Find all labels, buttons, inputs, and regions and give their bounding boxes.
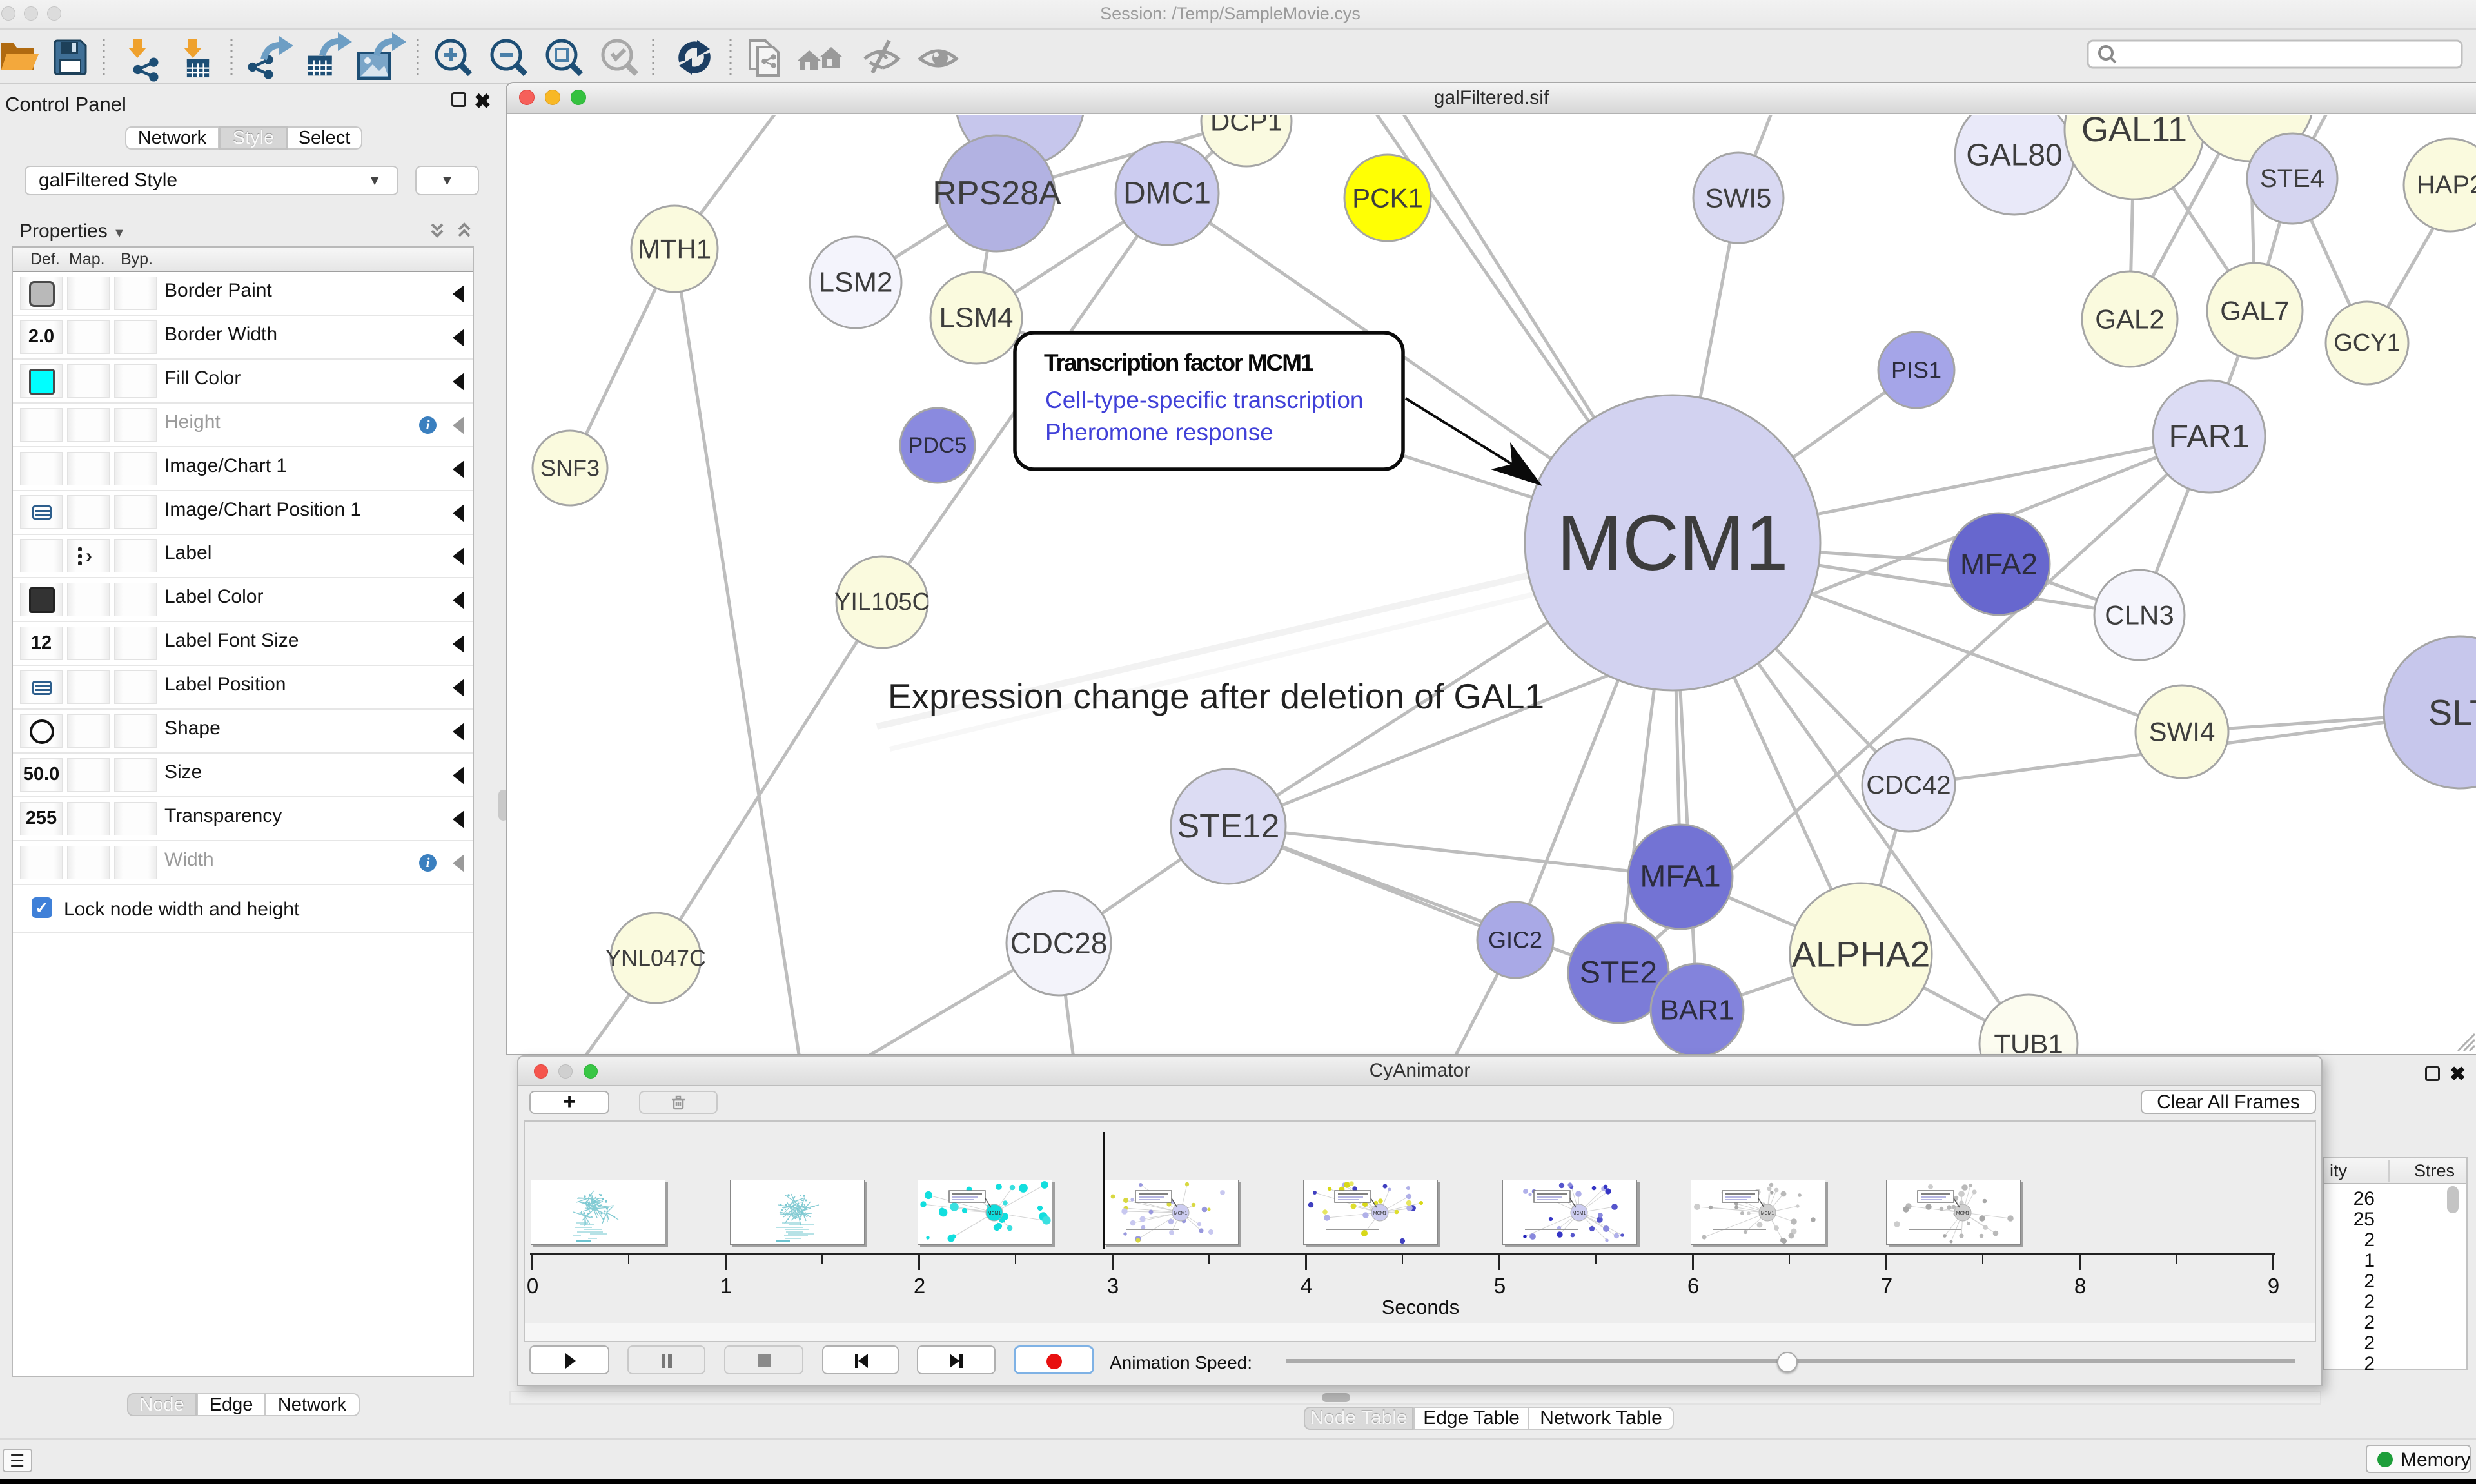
svg-text:SWI4: SWI4 — [2149, 717, 2216, 747]
svg-text:LSM4: LSM4 — [939, 302, 1014, 334]
svg-text:PCK1: PCK1 — [1352, 183, 1423, 213]
svg-text:SLT: SLT — [2428, 692, 2476, 733]
svg-text:STE12: STE12 — [1177, 808, 1280, 845]
svg-text:PDC5: PDC5 — [909, 433, 967, 458]
svg-text:BAR1: BAR1 — [1660, 995, 1734, 1026]
svg-text:CLN3: CLN3 — [2105, 600, 2174, 630]
svg-text:MCM1: MCM1 — [1557, 499, 1788, 587]
svg-text:Cell-type-specific transcripti: Cell-type-specific transcription — [1045, 387, 1364, 413]
svg-text:Pheromone response: Pheromone response — [1045, 419, 1273, 445]
svg-text:TUB1: TUB1 — [1994, 1029, 2063, 1055]
svg-text:MFA2: MFA2 — [1960, 547, 2038, 581]
svg-text:STE4: STE4 — [2260, 164, 2324, 193]
svg-text:DCP1: DCP1 — [1210, 115, 1282, 137]
svg-text:MCM1: MCM1 — [1174, 1211, 1188, 1216]
svg-text:GIC2: GIC2 — [1488, 927, 1542, 953]
svg-text:MTH1: MTH1 — [638, 234, 711, 264]
svg-text:PIS1: PIS1 — [1891, 357, 1941, 384]
svg-text:Expression change after deleti: Expression change after deletion of GAL1 — [888, 676, 1544, 716]
svg-text:SNF3: SNF3 — [540, 455, 600, 482]
svg-text:MCM1: MCM1 — [1761, 1211, 1774, 1216]
svg-text:LSM2: LSM2 — [819, 267, 893, 298]
svg-text:GCY1: GCY1 — [2334, 329, 2400, 356]
svg-text:MCM1: MCM1 — [988, 1211, 1001, 1216]
svg-text:MCM1: MCM1 — [1373, 1211, 1387, 1216]
svg-text:CDC28: CDC28 — [1010, 926, 1108, 960]
svg-text:MCM1: MCM1 — [1956, 1211, 1970, 1216]
svg-text:RPS28A: RPS28A — [932, 175, 1061, 212]
svg-text:GAL2: GAL2 — [2095, 304, 2164, 335]
svg-text:CDC42: CDC42 — [1866, 771, 1950, 799]
svg-text:SWI5: SWI5 — [1705, 183, 1772, 213]
svg-text:MCM1: MCM1 — [1573, 1211, 1586, 1216]
svg-text:Transcription factor MCM1: Transcription factor MCM1 — [1044, 349, 1313, 376]
svg-text:ALPHA2: ALPHA2 — [1792, 934, 1931, 975]
svg-text:GAL7: GAL7 — [2220, 296, 2289, 326]
svg-text:STE2: STE2 — [1580, 956, 1657, 990]
svg-text:YNL047C: YNL047C — [605, 945, 706, 971]
svg-text:GAL80: GAL80 — [1966, 139, 2062, 173]
svg-text:YIL105C: YIL105C — [834, 589, 930, 616]
svg-text:HAP2: HAP2 — [2417, 171, 2476, 199]
svg-text:FAR1: FAR1 — [2168, 418, 2249, 454]
svg-text:DMC1: DMC1 — [1123, 177, 1211, 211]
svg-text:GAL11: GAL11 — [2081, 115, 2187, 149]
svg-text:MFA1: MFA1 — [1640, 860, 1720, 894]
